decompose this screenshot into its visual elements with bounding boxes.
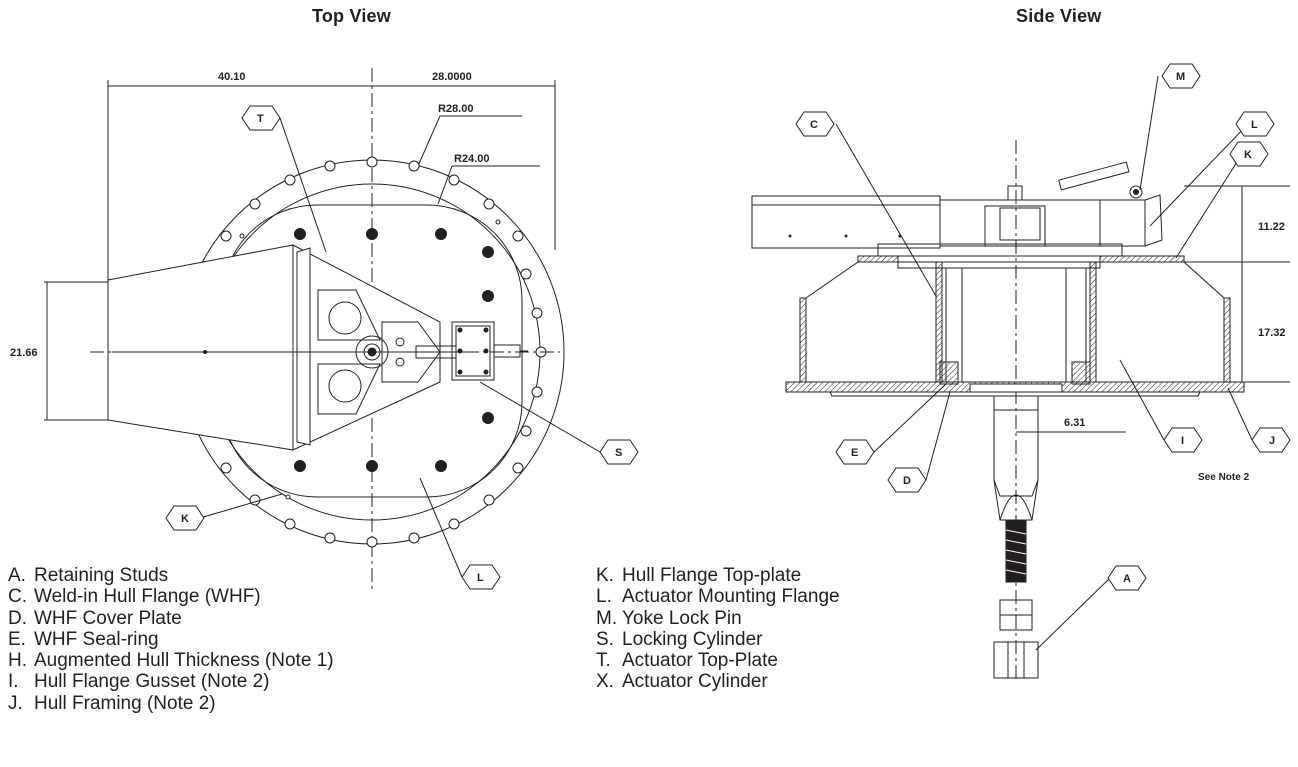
- side-view-title: Side View: [1016, 6, 1102, 26]
- callout-s: S: [615, 447, 622, 459]
- legend-item: D.WHF Cover Plate: [8, 607, 182, 629]
- top-view-title: Top View: [312, 6, 391, 26]
- callout-l: L: [477, 572, 484, 584]
- legend-right: K.Hull Flange Top-plate L.Actuator Mount…: [596, 565, 840, 693]
- legend-item: C.Weld-in Hull Flange (WHF): [8, 586, 261, 608]
- legend-item: M.Yoke Lock Pin: [596, 607, 742, 629]
- legend-item: E.WHF Seal-ring: [8, 628, 159, 650]
- legend-item: I.Hull Flange Gusset (Note 2): [8, 671, 270, 693]
- callout-t: T: [257, 113, 264, 125]
- dimension-label: R28.00: [438, 103, 473, 115]
- side-view-drawing: [751, 75, 1290, 680]
- callout-k: K: [181, 513, 189, 525]
- callout-j: J: [1269, 435, 1275, 447]
- legend-item: L.Actuator Mounting Flange: [596, 586, 840, 608]
- legend-item: J.Hull Framing (Note 2): [8, 692, 216, 714]
- dimension-label: 40.10: [218, 71, 246, 83]
- dimension-label: R24.00: [454, 153, 489, 165]
- callout-k: K: [1244, 149, 1252, 161]
- callout-c: C: [810, 119, 818, 131]
- dimension-label: 28.0000: [432, 71, 472, 83]
- note-label: See Note 2: [1198, 472, 1250, 483]
- legend-left: A.Retaining Studs C.Weld-in Hull Flange …: [8, 565, 334, 714]
- callout-e: E: [851, 447, 858, 459]
- callout-a: A: [1123, 573, 1131, 585]
- dimension-label: 6.31: [1064, 417, 1085, 429]
- dimension-label: 17.32: [1258, 327, 1286, 339]
- legend-item: H.Augmented Hull Thickness (Note 1): [8, 650, 334, 672]
- dimension-label: 21.66: [10, 347, 38, 359]
- top-view-drawing: [44, 68, 601, 590]
- legend-item: X.Actuator Cylinder: [596, 671, 768, 693]
- callout-m: M: [1176, 71, 1185, 83]
- callout-d: D: [903, 475, 911, 487]
- legend-item: T.Actuator Top-Plate: [596, 650, 778, 672]
- dimension-label: 11.22: [1258, 221, 1285, 233]
- legend-item: A.Retaining Studs: [8, 565, 169, 586]
- callout-i: I: [1181, 435, 1184, 447]
- legend-item: K.Hull Flange Top-plate: [596, 565, 802, 586]
- legend-item: S.Locking Cylinder: [596, 628, 763, 650]
- callout-l: L: [1251, 119, 1258, 131]
